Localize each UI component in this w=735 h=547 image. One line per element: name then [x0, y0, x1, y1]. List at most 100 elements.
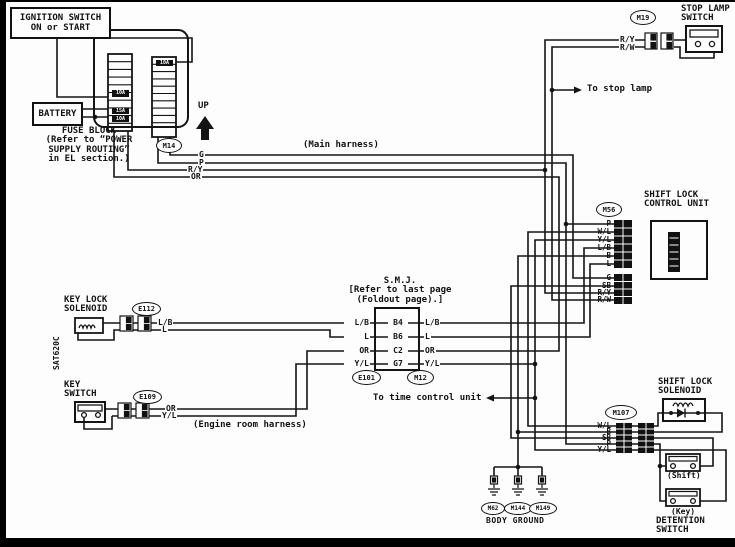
m107-wire-label: W/L	[597, 421, 611, 430]
wire-b	[517, 255, 616, 467]
detention-shift-body	[665, 453, 701, 472]
sat-code: SAT620C	[52, 336, 61, 370]
key-switch-body	[74, 401, 106, 423]
fuse-rating: 10A	[156, 59, 173, 66]
detention-key-body	[665, 488, 701, 507]
connector-m14: M14	[156, 138, 182, 153]
wire-sb	[510, 285, 616, 439]
control-unit-box	[650, 220, 708, 280]
junction-dots	[92, 87, 663, 470]
smj-right-label: OR	[424, 346, 436, 356]
key-lock-solenoid-body	[74, 317, 104, 334]
wire-yl	[112, 239, 616, 451]
ground-symbols	[488, 475, 548, 496]
smj-pin-label: B4	[388, 318, 408, 328]
key-switch-title-2: SWITCH	[64, 389, 97, 399]
control-unit-title-1: SHIFT LOCK	[644, 190, 699, 200]
detention-key-label: (Key)	[671, 507, 696, 516]
shift-lock-solenoid-title-1: SHIFT LOCK	[658, 377, 713, 387]
smj-pin-label: G7	[388, 359, 408, 369]
stop-lamp-switch-title-1: STOP LAMP	[681, 4, 730, 14]
ignition-switch-label-2: ON or START	[30, 23, 91, 33]
shift-lock-solenoid-title-2: SOLENOID	[658, 386, 702, 396]
key-switch-loop	[83, 416, 113, 430]
m56-wire-label: L/B	[597, 243, 611, 252]
wire-ignition-feed	[56, 35, 108, 98]
smj-right-label: L	[424, 332, 431, 342]
up-label: UP	[198, 101, 209, 111]
fuse-rating: 10A	[112, 115, 129, 122]
fuse-block-outline	[93, 29, 189, 128]
wire-label-stop-ry: R/Y	[619, 35, 636, 45]
shift-lock-solenoid-body	[662, 398, 706, 422]
m56-wire-label: Y/L	[597, 235, 611, 244]
scan-edge-top	[0, 0, 735, 2]
smj-left-label: L/B	[344, 318, 370, 328]
wire-label-ks-or: OR	[165, 404, 177, 414]
fuse-block-caption: FUSE BLOCK (Refer to “POWER SUPPLY ROUTI…	[45, 126, 133, 165]
m56-wire-label: R/W	[597, 295, 611, 304]
wire-ry-stoplamp	[544, 39, 686, 294]
scan-edge-bottom	[0, 538, 735, 547]
battery-box: BATTERY	[32, 102, 83, 126]
fuse-rating: 10A	[112, 90, 129, 97]
stop-lamp-switch-title-2: SWITCH	[681, 13, 714, 23]
connector-m144: M144	[504, 502, 532, 515]
to-time-control-unit-note: To time control unit	[373, 393, 482, 403]
wire-label-kls-l: L	[161, 325, 168, 335]
m56-wire-label: SB	[601, 281, 611, 290]
control-unit-title-2: CONTROL UNIT	[644, 199, 710, 209]
connector-e112: E112	[132, 302, 161, 316]
wire-wl	[527, 231, 616, 427]
connector-e101: E101	[352, 370, 381, 385]
detention-switch-title-1: DETENTION	[656, 516, 705, 526]
wire-det-yl	[654, 449, 727, 502]
wire-label-or: OR	[190, 172, 202, 182]
connector-m19: M19	[630, 10, 656, 25]
wire-sol-right	[654, 412, 723, 433]
wire-label-g: G	[198, 150, 205, 160]
shift-lock-solenoid-coil	[672, 402, 694, 408]
smj-caption: S.M.J. [Refer to last page (Foldout page…	[348, 276, 452, 305]
connector-m56: M56	[596, 202, 622, 217]
to-stop-lamp-arrow	[574, 86, 582, 94]
smj-pin-label: B6	[388, 332, 408, 342]
wire-g	[169, 137, 614, 279]
key-lock-solenoid-title-2: SOLENOID	[64, 304, 108, 314]
m56-wire-label: L	[606, 259, 611, 268]
detention-shift-label: (Shift)	[667, 471, 701, 480]
key-lock-solenoid-title-1: KEY LOCK	[64, 295, 108, 305]
engine-room-harness-label: (Engine room harness)	[193, 420, 307, 430]
smj-right-label: L/B	[424, 318, 441, 328]
m107-wire-label: B	[606, 427, 611, 436]
smj-left-label: OR	[344, 346, 370, 356]
ignition-switch-label-1: IGNITION SWITCH	[19, 12, 102, 23]
smj-left-label: Y/L	[344, 359, 370, 369]
m56-wire-label: R/Y	[597, 288, 611, 297]
stop-lamp-switch-body	[685, 25, 723, 53]
wire-l	[172, 263, 614, 338]
battery-label: BATTERY	[38, 108, 77, 119]
wire-p	[157, 137, 616, 445]
m107-wire-label: P	[606, 439, 611, 448]
key-lock-solenoid-coil	[78, 324, 96, 331]
smj-right-label: Y/L	[424, 359, 441, 369]
connector-e109: E109	[133, 390, 162, 404]
smj-pin-label: C2	[388, 346, 408, 356]
smj-left-label: L	[344, 332, 370, 342]
connector-m62: M62	[481, 502, 505, 515]
detention-switch-title-2: SWITCH	[656, 525, 689, 535]
m107-wire-label: SB	[601, 433, 611, 442]
m56-wire-label: P	[606, 219, 611, 228]
wire-sol-left	[654, 412, 663, 427]
to-time-control-arrow	[486, 394, 494, 402]
fuse-column-right	[151, 56, 177, 138]
scan-edge-left	[0, 0, 6, 547]
inline-connectors	[117, 32, 674, 419]
wire-label-stop-rw: R/W	[619, 42, 636, 52]
main-harness-label: (Main harness)	[303, 140, 379, 150]
connector-m107: M107	[605, 405, 637, 420]
wire-det-p	[654, 443, 666, 502]
